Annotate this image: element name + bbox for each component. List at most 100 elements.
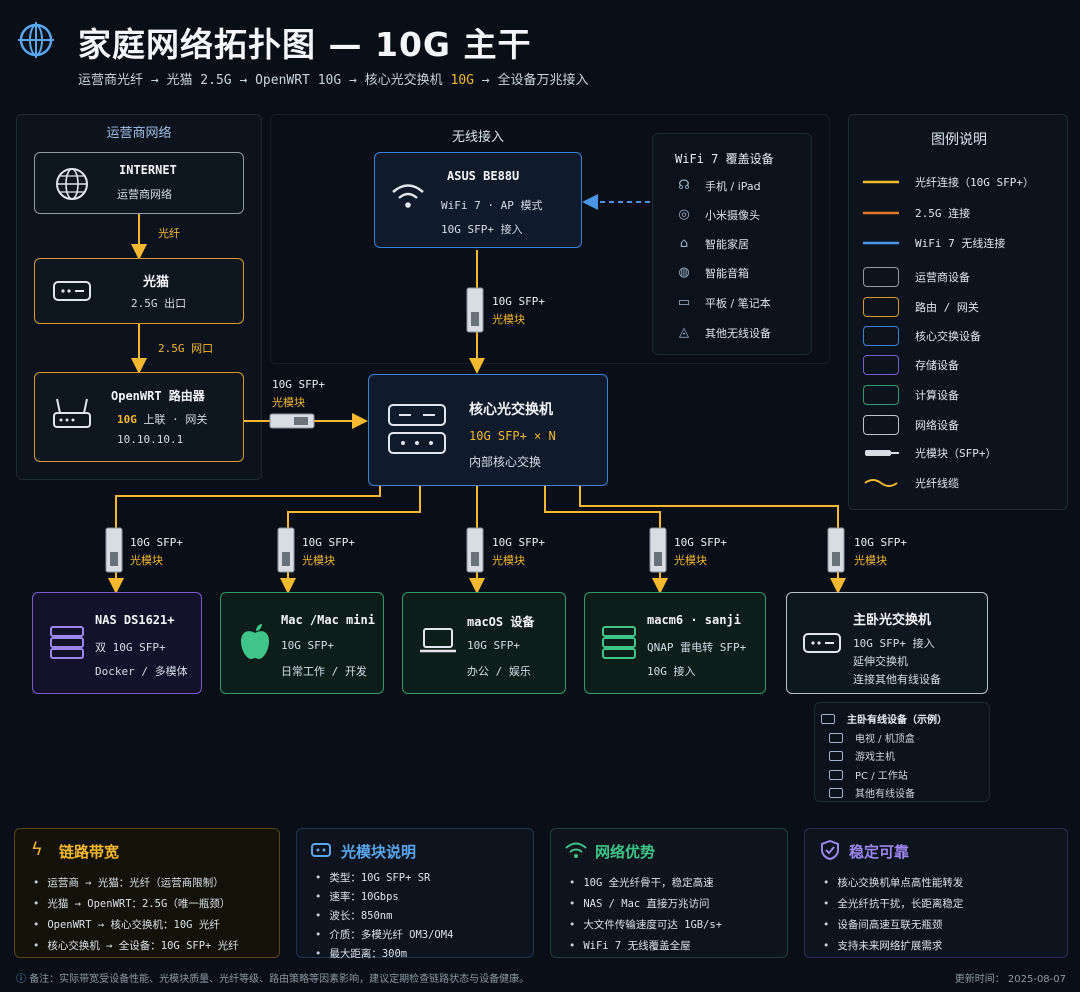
page-subtitle: 运营商光纤 → 光猫 2.5G → OpenWRT 10G → 核心光交换机 1… [78,73,589,88]
ap-sfp: 10G SFP+ 接入 [441,223,523,236]
bedroom-device-other: 其他有线设备 [829,785,915,800]
bandwidth-item: 光猫 → OpenWRT：2.5G（唯一瓶颈） [33,894,239,915]
module-item: 波长：850nm [315,907,453,926]
reliability-panel: 稳定可靠 核心交换机单点高性能转发 全光纤抗干扰，长距离稳定 设备间高速互联无瓶… [804,828,1068,958]
bedroom-title: 主卧光交换机 [853,613,932,628]
wireless-icon: ◬ [679,325,689,340]
home-icon: ⌂ [679,236,689,251]
core-switch-desc: 内部核心交换 [469,455,542,469]
page-title: 家庭网络拓扑图 — 10G 主干 [78,25,532,64]
macm6-node[interactable]: macm6 · sanji QNAP 雷电转 SFP+ 10G 接入 [584,592,766,694]
headphones-icon: ☊ [678,178,690,193]
macm6-sfp: QNAP 雷电转 SFP+ [647,641,747,654]
module-title: 光模块说明 [341,843,417,861]
router-title: OpenWRT 路由器 [111,389,205,403]
bedroom-sfp: 10G SFP+ 接入 [853,637,935,650]
wifi-device-other: ◬其他无线设备 [675,325,771,341]
macm6-desc: 10G 接入 [647,665,696,678]
server-rack-icon [602,626,636,659]
internet-node[interactable]: INTERNET 运营商网络 [34,152,244,214]
router-icon [53,398,91,428]
bandwidth-title: 链路带宽 [59,843,120,861]
reliability-item: 核心交换机单点高性能转发 [823,873,963,894]
reliability-item: 支持未来网络扩展需求 [823,936,963,957]
link-label-nas: 10G SFP+光模块 [130,536,183,567]
gamepad-icon [829,750,843,761]
legend-storage: 存储设备 [863,355,959,375]
modem-node[interactable]: 光猫 2.5G 出口 [34,258,244,324]
mac-title: Mac /Mac mini [281,613,375,627]
link-label-macos: 10G SFP+光模块 [492,536,545,567]
bedroom-devices-panel: 主卧有线设备（示例） 电视 / 机顶盒 游戏主机 PC / 工作站 其他有线设备 [814,702,990,802]
macos-title: macOS 设备 [467,615,535,629]
footer-note: ⓘ 备注：实际带宽受设备性能、光模块质量、光纤等级、路由策略等因素影响，建议定期… [16,974,530,985]
isp-section-title: 运营商网络 [106,126,172,141]
nas-sfp: 双 10G SFP+ [95,641,166,654]
link-label-router-core: 10G SFP+光模块 [272,378,325,409]
shield-icon [821,840,839,860]
nas-title: NAS DS1621+ [95,613,175,627]
internet-desc: 运营商网络 [117,188,172,201]
wifi-device-smarthome: ⌂智能家居 [675,236,749,252]
legend-compute: 计算设备 [863,385,959,405]
bedroom-devices-title: 主卧有线设备（示例） [821,711,947,726]
link-label-mac: 10G SFP+光模块 [302,536,355,567]
macos-desc: 办公 / 娱乐 [467,665,531,678]
macos-node[interactable]: macOS 设备 10G SFP+ 办公 / 娱乐 [402,592,566,694]
ap-node[interactable]: ASUS BE88U WiFi 7 · AP 模式 10G SFP+ 接入 [374,152,582,248]
mac-node[interactable]: Mac /Mac mini 10G SFP+ 日常工作 / 开发 [220,592,384,694]
camera-icon: ◎ [678,207,690,222]
switch-icon [803,633,841,653]
bedroom-device-pc: PC / 工作站 [829,767,908,782]
wifi-icon [392,184,424,208]
link-label-2.5g: 2.5G 网口 [158,342,214,355]
bedroom-device-console: 游戏主机 [829,748,895,763]
macos-sfp: 10G SFP+ [467,639,520,652]
legend-wifi: WiFi 7 无线连接 [863,237,1006,250]
router-node[interactable]: OpenWRT 路由器 10G 上联 · 网关 10.10.10.1 [34,372,244,462]
nas-desc: Docker / 多模体 [95,665,188,678]
server-icon [50,626,84,659]
reliability-item: 全光纤抗干扰，长距离稳定 [823,894,963,915]
info-icon: ⓘ [16,974,26,985]
apple-icon [241,624,269,659]
legend-2.5g: 2.5G 连接 [863,207,971,220]
reliability-title: 稳定可靠 [849,843,910,861]
bedroom-switch-node[interactable]: 主卧光交换机 10G SFP+ 接入 延伸交换机 连接其他有线设备 [786,592,988,694]
module-item: 最大距离：300m [315,945,453,964]
mac-desc: 日常工作 / 开发 [281,665,367,678]
core-switch-node[interactable]: 核心光交换机 10G SFP+ × N 内部核心交换 [368,374,608,486]
bandwidth-item: 核心交换机 → 全设备：10G SFP+ 光纤 [33,936,238,957]
link-label-fiber: 光纤 [158,227,180,240]
globe-icon [56,168,88,200]
ap-mode: WiFi 7 · AP 模式 [441,199,543,212]
nas-node[interactable]: NAS DS1621+ 双 10G SFP+ Docker / 多模体 [32,592,202,694]
wifi-device-phone: ☊手机 / iPad [675,178,760,194]
advantage-item: 10G 全光纤骨干，稳定高速 [569,873,722,894]
module-icon [311,843,331,857]
bedroom-ext: 延伸交换机 [853,655,908,668]
wifi-devices-panel: WiFi 7 覆盖设备 ☊手机 / iPad ◎小米摄像头 ⌂智能家居 ◍智能音… [652,133,812,355]
devices-icon [821,713,835,724]
legend-gateway: 路由 / 网关 [863,297,979,317]
wifi-device-speaker: ◍智能音箱 [675,265,749,281]
advantage-item: NAS / Mac 直接万兆访问 [569,894,722,915]
advantage-item: 大文件传输速度可达 1GB/s+ [569,915,722,936]
legend-core: 核心交换设备 [863,326,981,346]
macm6-title: macm6 · sanji [647,613,741,627]
modem-title: 光猫 [143,275,170,290]
advantage-item: WiFi 7 无线覆盖全屋 [569,936,722,957]
router-ip: 10.10.10.1 [117,433,184,446]
bedroom-device-tv: 电视 / 机顶盒 [829,730,915,745]
legend-sfp: 光模块（SFP+） [863,445,997,461]
footer-date: 更新时间： 2025-08-07 [954,974,1066,985]
bandwidth-panel: ϟ 链路带宽 运营商 → 光猫：光纤（运营商限制） 光猫 → OpenWRT：2… [14,828,280,958]
switch-icon [388,404,446,454]
wireless-area-panel [270,114,830,364]
wifi-devices-title: WiFi 7 覆盖设备 [675,152,774,166]
pc-icon [829,769,843,780]
modem-desc: 2.5G 出口 [131,297,187,310]
reliability-item: 设备间高速互联无瓶颈 [823,915,963,936]
router-uplink: 10G 上联 · 网关 [117,413,208,426]
